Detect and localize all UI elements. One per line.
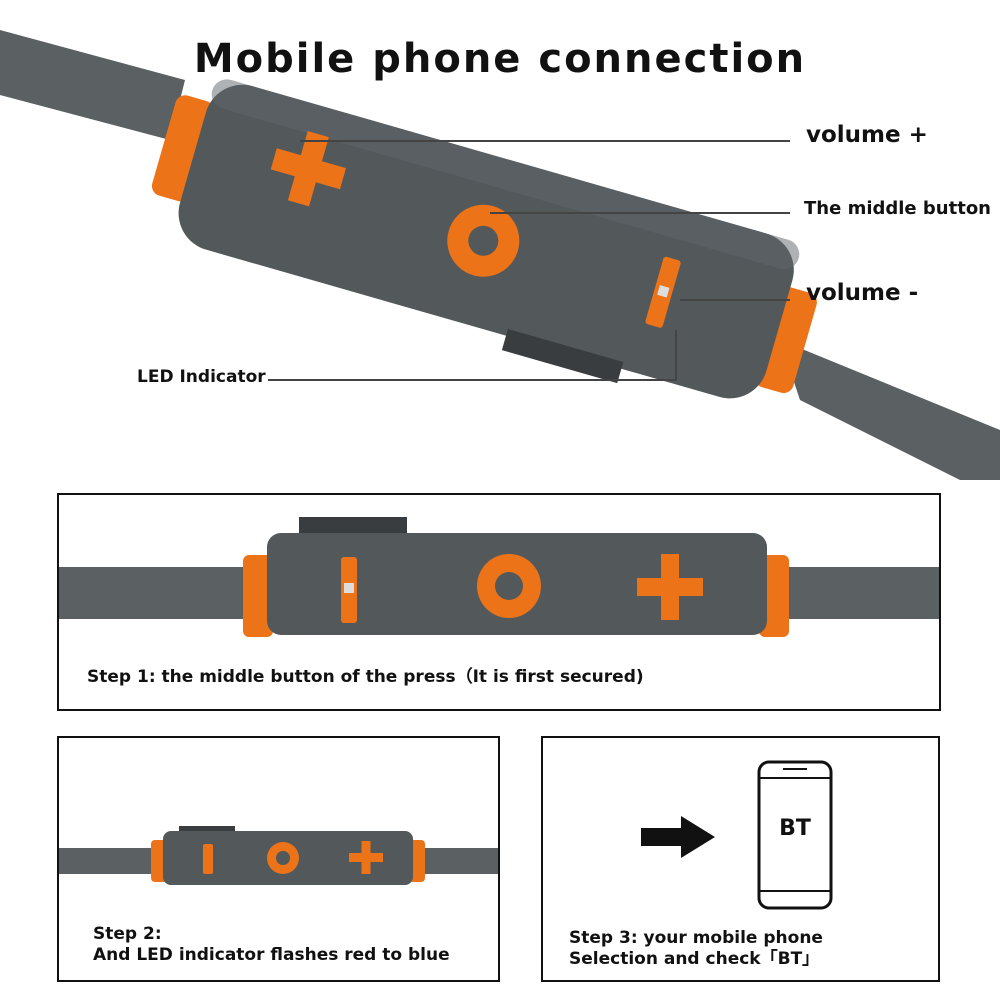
step-2-caption: Step 2: And LED indicator flashes red to… [93,924,450,965]
step-1-caption: Step 1: the middle button of the press（I… [87,667,644,687]
step-2-panel: Step 2: And LED indicator flashes red to… [57,736,500,982]
smartphone-icon [757,760,833,910]
label-volume-down: volume - [806,280,919,306]
step-3-illustration [641,760,833,910]
arrow-right-icon [641,816,715,858]
minus-button-icon [203,844,213,874]
clip [501,328,624,384]
remote-control-illustration [0,30,1000,480]
end-cap-right [754,286,817,394]
label-middle-button: The middle button [804,198,991,219]
circle-button-icon [477,554,541,618]
step-3-caption: Step 3: your mobile phone Selection and … [569,928,823,969]
step-1-illustration [59,517,939,637]
circle-button-icon [447,204,520,277]
end-cap-left [151,95,215,202]
plus-button-icon [637,554,703,620]
plus-button-icon [349,841,383,874]
label-volume-up: volume + [806,122,928,148]
step-2-illustration [59,826,498,885]
phone-bt-text: BT [779,816,811,841]
plus-button-icon [270,131,347,207]
step-3-panel: BT Step 3: your mobile phone Selection a… [541,736,940,982]
step-1-panel: Step 1: the middle button of the press（I… [57,493,941,711]
clip [299,517,407,537]
circle-button-icon [267,842,299,874]
minus-button-icon [341,557,357,623]
leader-led [268,330,677,381]
label-led-indicator: LED Indicator [137,367,266,387]
cable-right [780,340,1000,480]
cable-left [0,30,185,140]
page-title: Mobile phone connection [193,36,807,82]
minus-button-icon [645,256,681,328]
led-indicator-icon [657,285,670,298]
